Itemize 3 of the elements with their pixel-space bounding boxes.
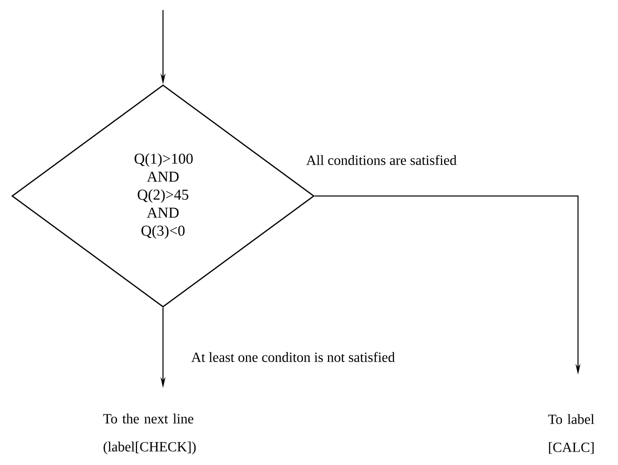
destination-text: To the next line (label[CHECK]) [103, 414, 196, 454]
destination-text: To label [CALC] [548, 414, 594, 454]
edge-label: At least one conditon is not satisfied [190, 351, 396, 363]
